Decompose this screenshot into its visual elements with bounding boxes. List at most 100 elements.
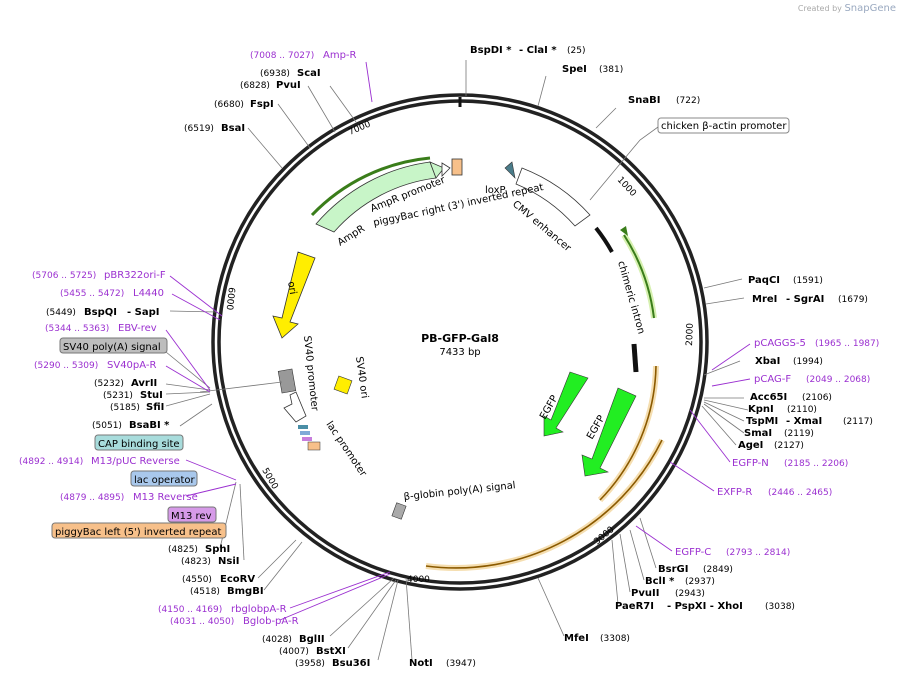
beta-globin-polya-box[interactable] bbox=[391, 502, 407, 520]
site-snabi[interactable]: SnaBI bbox=[628, 95, 660, 106]
site-scai-pos: (6938) bbox=[260, 69, 290, 79]
ori-feature-arrow[interactable] bbox=[272, 251, 316, 339]
plasmid-length: 7433 bp bbox=[439, 347, 480, 358]
m13-rev-box[interactable] bbox=[302, 437, 312, 441]
site-acc65i[interactable]: Acc65I bbox=[750, 392, 787, 403]
site-bstxi-pos: (4007) bbox=[279, 647, 309, 657]
site-stui[interactable]: StuI bbox=[140, 390, 163, 401]
site-pspxi-xhoi[interactable]: - PspXI - XhoI bbox=[667, 601, 743, 612]
primer-rbglobpa[interactable]: rbglobpA-R bbox=[231, 604, 287, 615]
loxp-feature[interactable] bbox=[504, 161, 516, 179]
site-avrii-pos: (5232) bbox=[94, 379, 124, 389]
primer-egfpn[interactable]: EGFP-N bbox=[732, 458, 769, 469]
leader-lines bbox=[165, 60, 749, 661]
primer-pbr322ori[interactable]: pBR322ori-F bbox=[104, 270, 166, 281]
site-xbai[interactable]: XbaI bbox=[755, 356, 780, 367]
site-paqci[interactable]: PaqCI bbox=[748, 275, 780, 286]
feature-label-loxp: loxP bbox=[485, 185, 506, 196]
label-cap-binding-site[interactable]: CAP binding site bbox=[98, 439, 180, 450]
site-bsai-pos: (6519) bbox=[184, 124, 214, 134]
egfp-orf-halo-2 bbox=[425, 438, 665, 571]
cmv-enhancer-arrow[interactable] bbox=[515, 167, 591, 227]
chicken-actin-promoter-segment[interactable] bbox=[594, 226, 614, 253]
primer-pcagf[interactable]: pCAG-F bbox=[754, 374, 791, 385]
primer-ampr-pos: (7008 .. 7027) bbox=[250, 51, 314, 61]
cap-site-box[interactable] bbox=[298, 425, 308, 429]
label-lac-operator[interactable]: lac operator bbox=[134, 475, 195, 486]
piggybac-left-box[interactable] bbox=[307, 441, 321, 451]
egfp-feature-arrow-2[interactable] bbox=[581, 387, 637, 477]
primer-sv40par[interactable]: SV40pA-R bbox=[107, 360, 156, 371]
label-sv40-polya[interactable]: SV40 poly(A) signal bbox=[63, 342, 161, 353]
primer-ebvrev[interactable]: EBV-rev bbox=[118, 323, 157, 334]
site-xmai[interactable]: - XmaI bbox=[786, 416, 822, 427]
primer-pcagf-pos: (2049 .. 2068) bbox=[806, 375, 870, 385]
sv40-polya-box[interactable] bbox=[277, 368, 297, 394]
site-spei[interactable]: SpeI bbox=[562, 64, 587, 75]
chimeric-intron-line[interactable] bbox=[623, 234, 655, 319]
site-scai[interactable]: ScaI bbox=[297, 68, 321, 79]
site-pvuii[interactable]: PvuII bbox=[631, 588, 659, 599]
site-bmgbi[interactable]: BmgBI bbox=[227, 586, 264, 597]
site-nsii[interactable]: NsiI bbox=[218, 556, 239, 567]
ampr-feature-arrow[interactable] bbox=[315, 161, 437, 233]
lac-operator-label-box bbox=[130, 470, 198, 487]
site-krei[interactable]: MreI bbox=[752, 294, 777, 305]
label-piggybac-left[interactable]: piggyBac left (5') inverted repeat bbox=[55, 527, 221, 538]
site-bglii[interactable]: BglII bbox=[299, 634, 325, 645]
feature-label-ori: ori bbox=[285, 281, 298, 296]
egfp-feature-arrow-1[interactable] bbox=[543, 371, 589, 437]
site-noti[interactable]: NotI bbox=[409, 658, 433, 669]
cap-label-box bbox=[94, 434, 184, 451]
primer-bglobpa-pos: (4031 .. 4050) bbox=[170, 617, 234, 627]
site-mfei[interactable]: MfeI bbox=[564, 633, 589, 644]
primer-pbr322ori-pos: (5706 .. 5725) bbox=[32, 271, 96, 281]
site-bcli[interactable]: BclI * bbox=[645, 576, 675, 587]
site-agei[interactable]: AgeI bbox=[738, 440, 763, 451]
site-bsrgi[interactable]: BsrGI bbox=[658, 564, 688, 575]
site-acc65i-pos: (2106) bbox=[802, 393, 832, 403]
site-bspqi[interactable]: BspQI bbox=[84, 307, 117, 318]
label-m13-rev[interactable]: M13 rev bbox=[171, 511, 212, 522]
site-pvui[interactable]: PvuI bbox=[276, 80, 301, 91]
site-bspdi-pos: (25) bbox=[567, 46, 585, 56]
site-fspi[interactable]: FspI bbox=[250, 99, 274, 110]
site-sgrai[interactable]: - SgrAI bbox=[786, 294, 824, 305]
site-bspdi[interactable]: BspDI * bbox=[470, 45, 512, 56]
primer-pcaggs5[interactable]: pCAGGS-5 bbox=[754, 338, 806, 349]
site-sphi[interactable]: SphI bbox=[205, 544, 230, 555]
tick-4000: 4000 bbox=[407, 575, 430, 585]
chicken-actin-label-box bbox=[657, 117, 790, 134]
site-smai[interactable]: SmaI bbox=[744, 428, 772, 439]
site-tspmi[interactable]: TspMI bbox=[746, 416, 778, 427]
feature-label-lac-promoter: lac promoter bbox=[324, 420, 369, 480]
site-bsabi[interactable]: BsaBI * bbox=[129, 420, 170, 431]
primer-ampr[interactable]: Amp-R bbox=[323, 50, 357, 61]
site-bsu36i[interactable]: Bsu36I bbox=[332, 658, 370, 669]
site-avrii[interactable]: AvrII bbox=[131, 378, 157, 389]
primer-egfpc[interactable]: EGFP-C bbox=[675, 547, 711, 558]
site-sapi[interactable]: - SapI bbox=[127, 307, 159, 318]
site-paer7i[interactable]: PaeR7I bbox=[615, 601, 654, 612]
primer-l4440[interactable]: L4440 bbox=[133, 288, 164, 299]
sv40-promoter-arrow[interactable] bbox=[283, 391, 307, 423]
site-pvui-pos: (6828) bbox=[240, 81, 270, 91]
site-bsai[interactable]: BsaI bbox=[221, 123, 245, 134]
primer-m13rev[interactable]: M13 Reverse bbox=[133, 492, 198, 503]
sv40-ori-box[interactable] bbox=[333, 375, 353, 395]
primer-m13rev-pos: (4879 .. 4895) bbox=[60, 493, 124, 503]
primer-m13puc[interactable]: M13/pUC Reverse bbox=[91, 456, 180, 467]
lac-operator-box[interactable] bbox=[300, 431, 310, 435]
piggybac-right-box[interactable] bbox=[451, 158, 463, 176]
site-clai[interactable]: - ClaI * bbox=[519, 45, 557, 56]
primer-pcaggs5-pos: (1965 .. 1987) bbox=[815, 339, 879, 349]
primer-exfpr[interactable]: EXFP-R bbox=[717, 487, 752, 498]
feature-label-chicken-actin: chicken β-actin promoter bbox=[661, 121, 787, 132]
primer-bglobpa[interactable]: Bglob-pA-R bbox=[243, 616, 299, 627]
site-sfii[interactable]: SfiI bbox=[146, 402, 164, 413]
site-ecorv[interactable]: EcoRV bbox=[220, 574, 255, 585]
site-kpni[interactable]: KpnI bbox=[748, 404, 774, 415]
site-bstxi[interactable]: BstXI bbox=[316, 646, 346, 657]
ampr-orf-line bbox=[310, 156, 431, 217]
